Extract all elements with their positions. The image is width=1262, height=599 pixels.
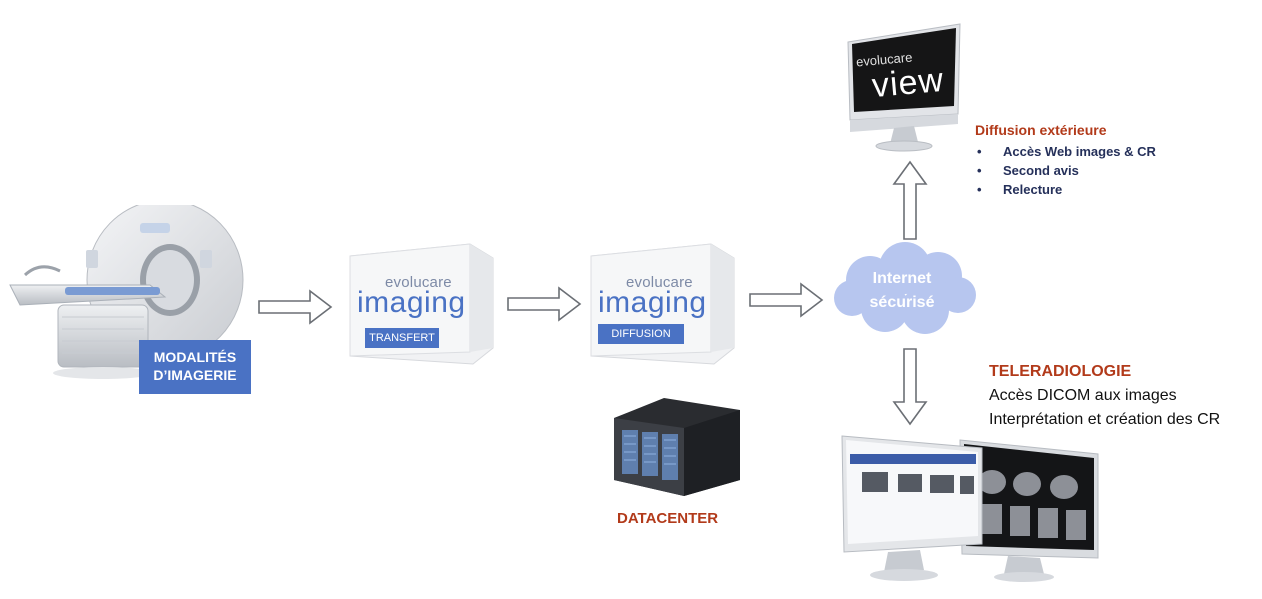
arrow-right-2 xyxy=(507,286,582,322)
bullet-item: Second avis xyxy=(975,161,1205,180)
teleradiologie-line-2: Interprétation et création des CR xyxy=(989,411,1221,428)
diffusion-exterieure-title: Diffusion extérieure xyxy=(975,122,1107,138)
cloud-label: Internet sécurisé xyxy=(847,267,957,315)
modality-label: MODALITÉS D’IMAGERIE xyxy=(139,340,251,394)
ct-scanner-image xyxy=(9,205,244,379)
diffusion-exterieure-block: Diffusion extérieure Accès Web images & … xyxy=(975,121,1205,199)
modality-label-line1: MODALITÉS xyxy=(153,349,237,365)
cloud-label-line2: sécurisé xyxy=(869,294,935,311)
evolucare-logo-small: evolucare xyxy=(626,274,693,291)
datacenter-label: DATACENTER xyxy=(617,510,719,527)
transfert-tag: TRANSFERT xyxy=(365,328,439,348)
arrow-right-3 xyxy=(749,282,824,318)
teleradiologie-title: TELERADIOLOGIE xyxy=(989,363,1132,380)
diffusion-tag: DIFFUSION xyxy=(598,324,684,344)
teleradiologie-line-1: Accès DICOM aux images xyxy=(989,387,1177,404)
imaging-transfert-box: evolucare imaging TRANSFERT xyxy=(345,236,495,366)
view-logo-text: view xyxy=(870,60,946,106)
imaging-logo-text: imaging xyxy=(598,286,707,319)
evolucare-logo-small: evolucare xyxy=(385,274,452,291)
imaging-logo-text: imaging xyxy=(357,286,466,319)
view-monitor-image xyxy=(847,23,961,152)
modality-label-line2: D’IMAGERIE xyxy=(153,367,237,383)
bullet-item: Relecture xyxy=(975,180,1205,199)
arrow-right-1 xyxy=(258,289,333,325)
bullet-item: Accès Web images & CR xyxy=(975,142,1205,161)
server-rack-image xyxy=(614,398,740,496)
arrow-up xyxy=(892,160,928,240)
internet-cloud-shape xyxy=(834,242,976,334)
imaging-diffusion-box: evolucare imaging DIFFUSION xyxy=(586,236,736,366)
cloud-label-line1: Internet xyxy=(872,270,932,287)
workstation-monitors-image xyxy=(841,435,1099,582)
arrow-down xyxy=(892,348,928,426)
teleradiologie-block: TELERADIOLOGIE Accès DICOM aux images In… xyxy=(989,360,1259,432)
